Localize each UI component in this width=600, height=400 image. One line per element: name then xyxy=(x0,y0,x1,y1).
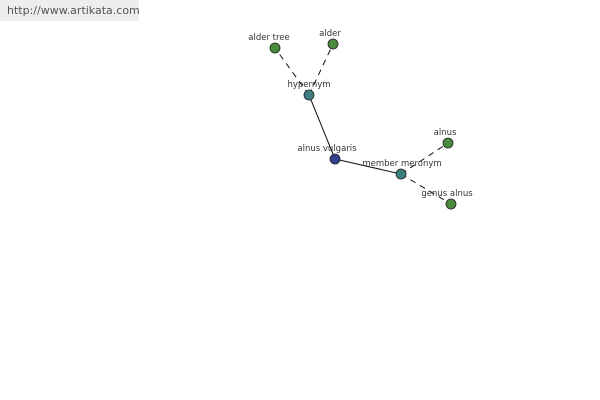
node-circle-member-meronym[interactable] xyxy=(395,168,407,180)
node-alnus-vulgaris[interactable]: alnus vulgaris xyxy=(297,144,357,165)
node-label-alder: alder xyxy=(319,29,341,39)
node-circle-alder[interactable] xyxy=(327,38,339,50)
node-circle-alder-tree[interactable] xyxy=(269,42,281,54)
node-label-alnus-vulgaris: alnus vulgaris xyxy=(297,144,357,154)
node-label-member-meronym: member meronym xyxy=(362,159,441,169)
node-label-hypernym: hypernym xyxy=(287,80,330,90)
node-circle-alnus-vulgaris[interactable] xyxy=(329,153,341,165)
node-label-alder-tree: alder tree xyxy=(248,33,290,43)
node-label-genus-alnus: genus alnus xyxy=(421,189,473,199)
node-alder[interactable]: alder xyxy=(319,29,341,50)
graph-edges xyxy=(274,43,452,205)
edge-member-meronym-to-genus-alnus xyxy=(400,173,452,205)
node-genus-alnus[interactable]: genus alnus xyxy=(421,189,473,210)
node-alder-tree[interactable]: alder tree xyxy=(248,33,290,54)
node-label-alnus: alnus xyxy=(434,128,457,138)
graph-nodes: alder tree alder hypernym alnus vulgaris mem… xyxy=(248,29,473,210)
node-alnus[interactable]: alnus xyxy=(434,128,457,149)
edge-alnus-vulgaris-to-member-meronym xyxy=(334,158,402,175)
node-circle-genus-alnus[interactable] xyxy=(445,198,457,210)
edge-alnus-vulgaris-to-hypernym xyxy=(308,94,336,160)
node-circle-hypernym[interactable] xyxy=(303,89,315,101)
edge-hypernym-to-alder xyxy=(308,43,334,96)
node-circle-alnus[interactable] xyxy=(442,137,454,149)
watermark-url: http://www.artikata.com xyxy=(0,0,140,21)
edge-member-meronym-to-alnus xyxy=(400,142,449,175)
node-hypernym[interactable]: hypernym xyxy=(287,80,331,101)
node-member-meronym[interactable]: member meronym xyxy=(362,159,442,180)
edge-hypernym-to-alder-tree xyxy=(274,47,310,96)
